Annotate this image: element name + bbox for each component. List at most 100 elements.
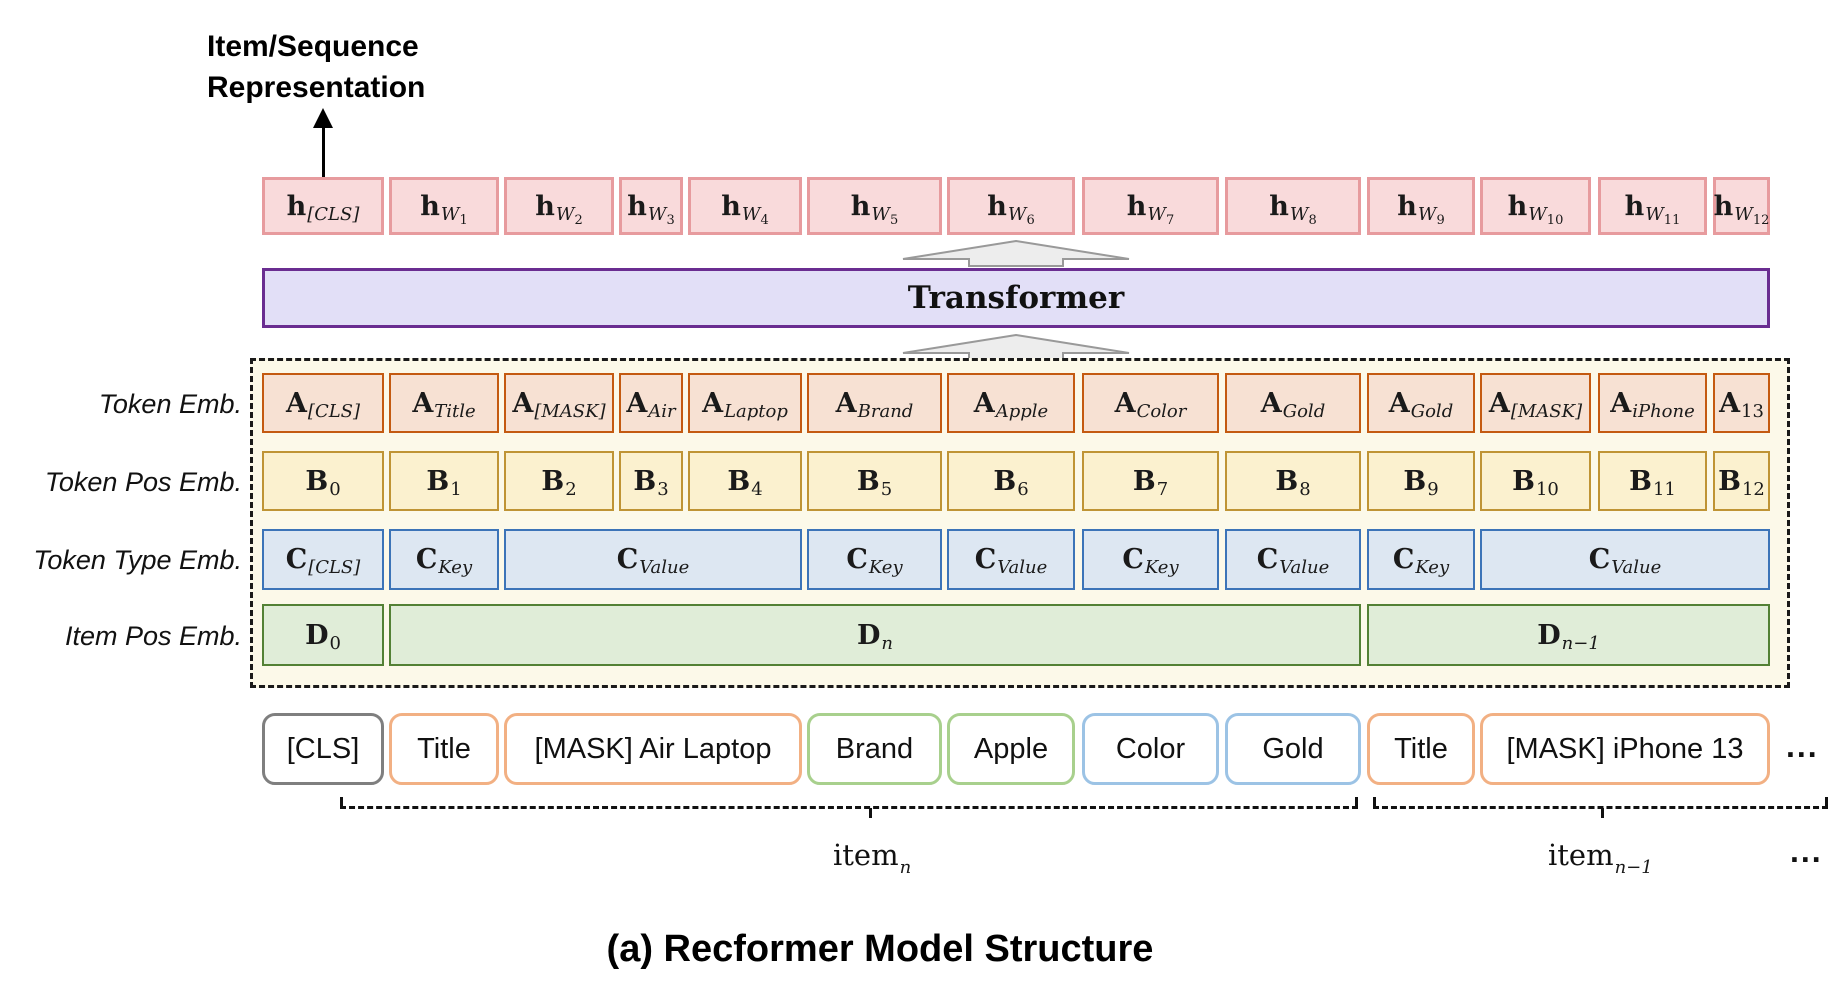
cell-sub: Gold — [1410, 400, 1454, 422]
cell-base: B — [856, 465, 880, 497]
cell-subsub: 12 — [1752, 212, 1770, 228]
cell-sub: W — [647, 203, 667, 225]
cell-sub: 6 — [1017, 478, 1029, 500]
row-label-token-type-emb: Token Type Emb. — [33, 545, 242, 575]
cell-sub: W — [1528, 203, 1547, 225]
cell-subsub: 9 — [1436, 212, 1445, 228]
cell-sub: Brand — [857, 400, 914, 422]
input-token-box: [MASK] Air Laptop — [504, 713, 802, 785]
item-n-brace — [340, 797, 1358, 818]
up-block-arrow-icon — [902, 334, 1130, 361]
sequence-ellipsis: ... — [1790, 833, 1823, 869]
input-token-box: [CLS] — [262, 713, 384, 785]
cell-sub: 13 — [1741, 400, 1764, 422]
cell-sub: W — [741, 203, 761, 225]
item-n-minus-1-label: itemn−1 — [1548, 838, 1653, 878]
cell-sub: [CLS] — [308, 557, 361, 578]
cell-base: A — [512, 387, 534, 419]
cell-base: A — [626, 387, 648, 419]
cell-base: h — [1397, 190, 1417, 222]
cell-sub: 10 — [1535, 478, 1559, 500]
token-type-emb-box: C[CLS] — [262, 529, 384, 590]
cell-base: C — [1256, 544, 1279, 575]
cell-base: B — [993, 465, 1017, 497]
cell-base: C — [285, 544, 308, 575]
cell-sub: Key — [1415, 557, 1450, 578]
hidden-state-box: h[CLS] — [262, 177, 384, 235]
cell-base: h — [1126, 190, 1147, 222]
cell-base: B — [1403, 465, 1427, 497]
cell-sub: 11 — [1652, 478, 1676, 500]
cell-base: D — [1537, 619, 1561, 651]
cell-sub: Title — [434, 400, 476, 422]
up-block-arrow-icon — [902, 240, 1130, 267]
cell-sub: [MASK] — [1510, 400, 1583, 422]
cell-subsub: 8 — [1308, 212, 1317, 228]
cell-base: h — [987, 190, 1007, 222]
cell-subsub: 11 — [1663, 212, 1681, 228]
cell-base: B — [305, 465, 329, 497]
item-n-minus-1-brace — [1373, 797, 1828, 818]
cell-base: A — [702, 387, 724, 419]
cell-sub: W — [1147, 203, 1166, 225]
token-emb-box: A[CLS] — [262, 373, 384, 433]
cell-base: h — [1713, 190, 1734, 222]
cell-sub: Key — [438, 557, 473, 578]
cell-base: B — [426, 465, 450, 497]
cell-sub: [MASK] — [534, 400, 606, 422]
cell-base: C — [616, 544, 639, 575]
item-label-sub: n — [899, 857, 912, 878]
cell-subsub: 3 — [666, 212, 675, 228]
cell-base: A — [1610, 387, 1632, 419]
cell-sub: Value — [1279, 557, 1330, 578]
cell-sub: Value — [639, 557, 690, 578]
row-label-item-pos-emb: Item Pos Emb. — [64, 621, 242, 651]
cell-sub: n — [881, 632, 893, 654]
input-token-box: Brand — [807, 713, 942, 785]
item-label-sub: n−1 — [1614, 857, 1653, 878]
cell-base: B — [1132, 465, 1156, 497]
cell-sub: Apple — [995, 400, 1049, 422]
cell-base: B — [633, 465, 657, 497]
cell-sub: 9 — [1427, 478, 1439, 500]
cell-sub: [CLS] — [307, 400, 361, 422]
cell-base: A — [1388, 387, 1410, 419]
row-label-token-emb: Token Emb. — [98, 389, 242, 419]
cell-sub: Value — [997, 557, 1048, 578]
cell-sub: n−1 — [1561, 632, 1600, 654]
cell-base: B — [1718, 465, 1741, 497]
transformer-box: Transformer — [262, 268, 1770, 328]
cell-base: D — [305, 619, 329, 651]
cell-sub: Air — [648, 400, 676, 422]
cell-sub: Color — [1136, 400, 1187, 422]
cell-sub: Gold — [1282, 400, 1326, 422]
cell-base: C — [1392, 544, 1415, 575]
cell-base: h — [850, 190, 871, 222]
cell-sub: W — [1007, 203, 1027, 225]
cell-base: C — [1122, 544, 1144, 575]
cell-sub: 2 — [565, 478, 577, 500]
item-label-base: item — [833, 838, 899, 872]
cell-sub: 3 — [657, 478, 669, 500]
representation-arrow-head-icon — [313, 108, 333, 128]
cell-base: B — [1275, 465, 1299, 497]
